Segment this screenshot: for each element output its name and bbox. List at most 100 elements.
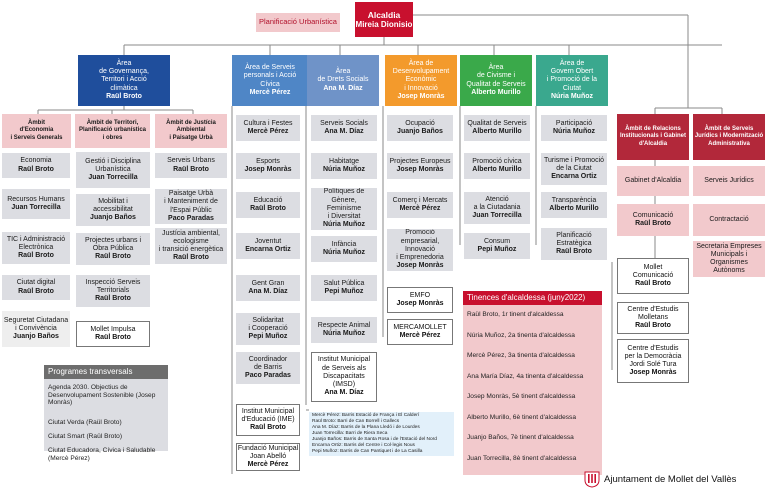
barri-item: Ana M. Díaz: Barris de la Plana Lledó i …	[312, 425, 420, 430]
area-label: Àrea	[335, 68, 351, 76]
service-responsible: Raül Broto	[173, 165, 209, 173]
service-label: Jordi Solé Tura	[629, 361, 677, 368]
service-responsible: Paco Paradas	[245, 372, 291, 380]
tinencia-item: Juan Torrecilla, 8è tinent d'alcaldessa	[467, 454, 577, 462]
service-label: Mollet Impulsa	[90, 325, 136, 333]
service-label: Gent Gran	[251, 279, 285, 287]
area-label: i Promoció de la	[546, 76, 598, 84]
service-responsible: Raül Broto	[95, 253, 131, 261]
service-label: Promoció cívica	[472, 157, 522, 165]
service-label: Autònoms	[713, 267, 745, 275]
service-responsible: Núria Muñoz	[323, 330, 365, 337]
service-label: Fundació Municipal	[237, 444, 299, 452]
service-responsible: Juanjo Baños	[90, 214, 136, 222]
area-responsible: Núria Muñoz	[551, 92, 593, 100]
service-label: Polítiques de Gènere,	[323, 188, 365, 204]
service-label: Ciutat digital	[16, 279, 56, 287]
footer-org-name: Ajuntament de Mollet del Vallès	[604, 474, 737, 485]
ambit-economia: Àmbit d'Economia i Serveis Generals	[2, 114, 71, 148]
service-label: Mollet	[643, 263, 663, 271]
service-label: Territorials	[96, 286, 130, 294]
service-label: Estratègica	[556, 239, 592, 247]
service-responsible: Núria Muñoz	[323, 249, 365, 256]
barri-item: Raül Broto: Barri de Can Borrell i Galle…	[312, 419, 400, 424]
service-label: Joventut	[254, 237, 282, 245]
service-responsible: Josep Monràs	[244, 166, 292, 173]
service-label: Cultura i Festes	[243, 119, 293, 127]
ambit-juridics: Àmbit de Serveis Jurídics i Modernitzaci…	[693, 114, 765, 160]
service-responsible: Mercè Pérez	[247, 461, 289, 469]
tinencia-item: Núria Muñoz, 2a tinenta d'alcaldessa	[467, 331, 575, 339]
service-label: Gestió i Disciplina	[85, 157, 141, 165]
service-responsible: Alberto Murillo	[472, 128, 522, 135]
service-label: Turisme i Promoció	[543, 156, 605, 164]
service-box: Serveis Jurídics	[693, 166, 765, 196]
service-responsible: Josep Monràs	[629, 369, 677, 377]
service-responsible: Josep Monràs	[396, 166, 444, 173]
service-label: Urbanística	[95, 165, 131, 173]
area-label: Àrea de Serveis	[245, 64, 295, 71]
service-label: Comunicació	[632, 211, 674, 219]
service-responsible: Mercè Pérez	[399, 205, 441, 212]
area-responsible: Ana M. Díaz	[323, 84, 363, 92]
service-label: Solidaritat	[252, 316, 284, 324]
area-label: climàtica	[110, 84, 138, 92]
service-label: Infància	[331, 240, 357, 248]
barri-item: Pepi Muñoz: Barris de Can Pantiquet i de…	[312, 449, 423, 454]
service-label: Esports	[256, 157, 280, 165]
service-responsible: Ana M. Díaz	[324, 389, 364, 397]
service-responsible: Raül Broto	[95, 334, 131, 341]
tinences-title: Tinences d'alcaldessa (juny2022)	[463, 291, 602, 305]
service-label: Salut Pública	[323, 279, 365, 287]
area-label: Ciutat	[562, 84, 582, 92]
service-label: Promoció empresarial,	[400, 229, 440, 245]
tinencia-item: Josep Monràs, 5è tinent d'alcaldessa	[467, 393, 576, 400]
programa-item: Ciutat Smart (Raül Broto)	[48, 433, 123, 440]
service-label: i Diversitat	[327, 213, 361, 221]
barri-item: Juan Torrecilla: Barri de Riera Seca	[312, 431, 388, 436]
service-responsible: Núria Muñoz	[323, 166, 365, 173]
ambit-relacions: Àmbit de Relacions Institucionals i Gabi…	[617, 114, 689, 160]
service-responsible: Ana M. Díaz	[248, 288, 288, 295]
service-responsible: Juanjo Baños	[13, 333, 59, 341]
service-responsible: Juanjo Baños	[397, 128, 443, 135]
service-label: Institut Municipal	[241, 407, 295, 415]
tinencia-item: Ana María Díaz, 4a tinenta d'alcaldessa	[467, 372, 584, 380]
service-label: per la Democràcia	[624, 352, 682, 360]
area-label: de Governança,	[99, 68, 149, 76]
tinencia-item: Juanjo Baños, 7è tinent d'alcaldessa	[467, 434, 574, 441]
service-label: Paisatge Urbà	[168, 190, 214, 197]
ambit-territori: Àmbit de Territori, Planificació urbanís…	[75, 114, 150, 148]
service-label: Contractació	[709, 215, 749, 223]
service-box: Gabinet d'Alcaldia	[617, 166, 689, 196]
service-responsible: Raül Broto	[250, 205, 286, 212]
service-label: Serveis Jurídics	[704, 176, 754, 184]
area-label: i Innovació	[404, 84, 438, 92]
service-responsible: Juan Torrecilla	[11, 204, 61, 211]
service-responsible: Raül Broto	[635, 280, 671, 288]
service-label: i Cooperació	[248, 324, 288, 332]
